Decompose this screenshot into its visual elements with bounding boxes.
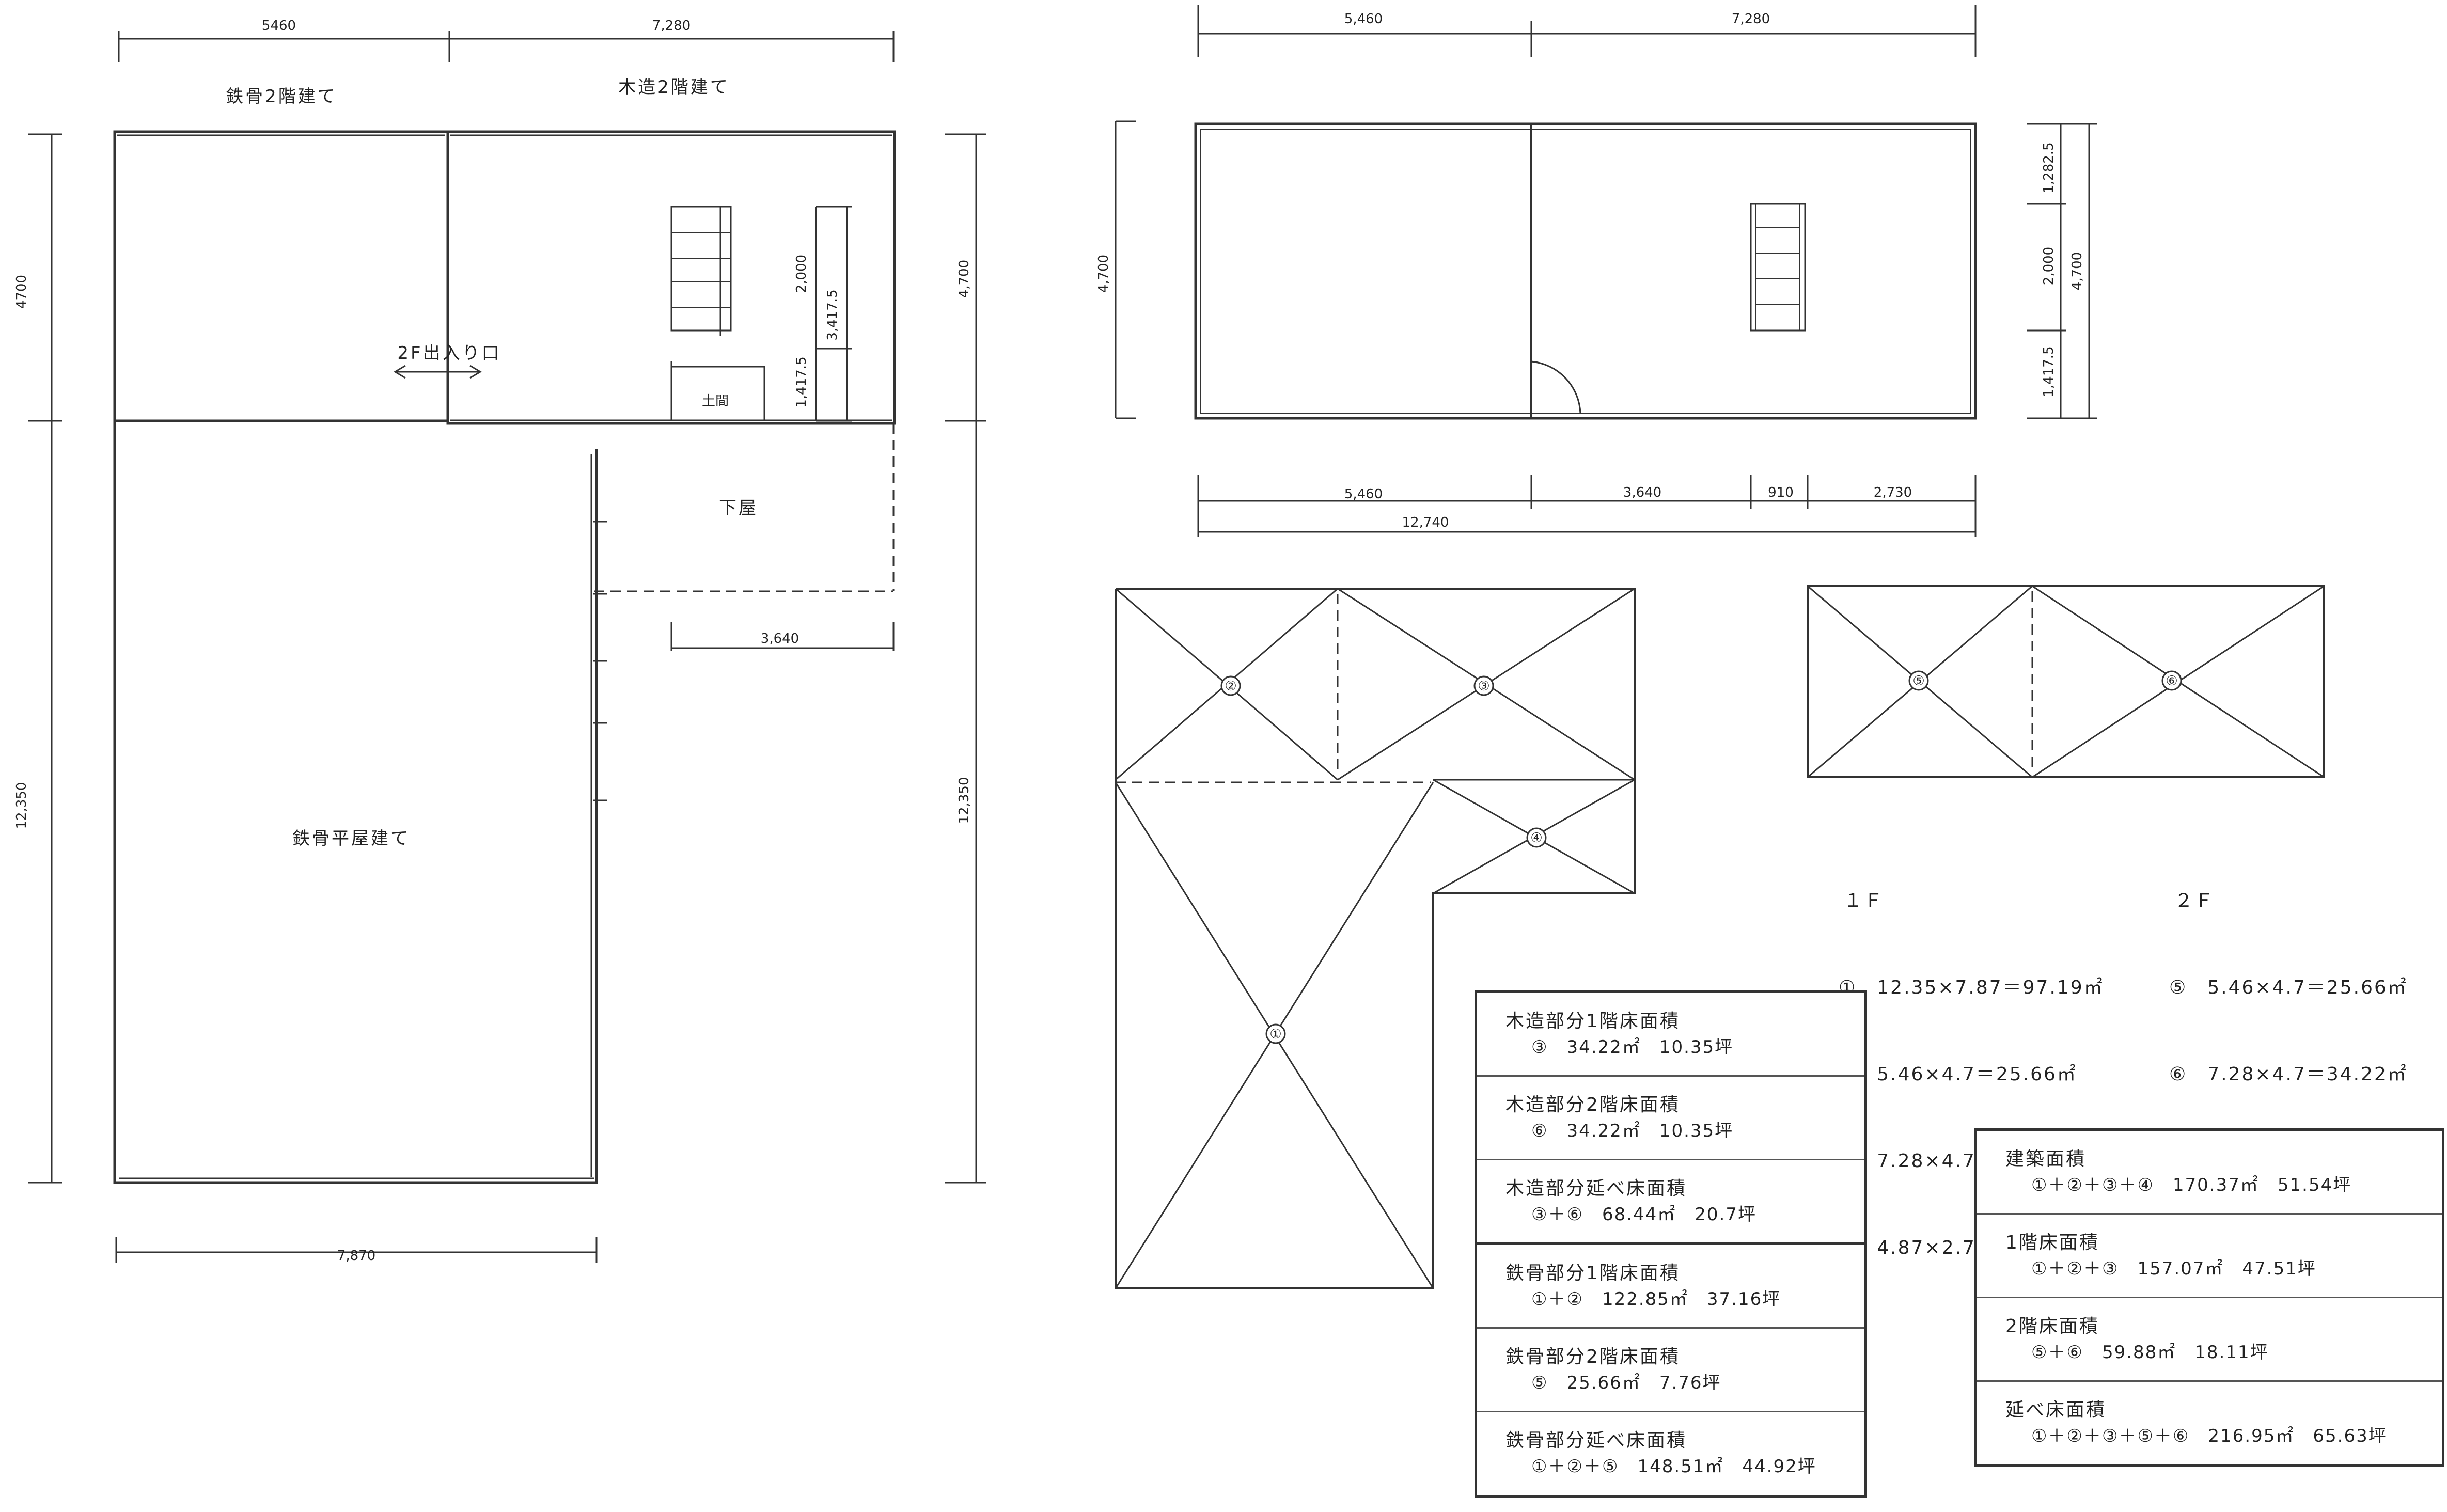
calc-2f: ２Ｆ ⑤ 5.46×4.7＝25.66㎡ ⑥ 7.28×4.7＝34.22㎡ [2169, 824, 2408, 1121]
label-steel-1f: 鉄骨平屋建て [292, 828, 410, 849]
label-shed: 下屋 [719, 498, 758, 518]
dim-bottom: 7,870 [337, 1248, 375, 1264]
calc-2f-line: ⑥ 7.28×4.7＝34.22㎡ [2169, 1064, 2408, 1085]
row-value: ①＋②＋③＋④ 170.37㎡ 51.54坪 [2031, 1175, 2352, 1195]
table-row: 建築面積 ①＋②＋③＋④ 170.37㎡ 51.54坪 [1977, 1131, 2442, 1215]
calc-2f-line: ⑤ 5.46×4.7＝25.66㎡ [2169, 977, 2408, 998]
p2-dim-right-total: 4,700 [2069, 252, 2085, 290]
p2-dim-right-c: 1,417.5 [2041, 346, 2057, 397]
table-row: 鉄骨部分1階床面積 ①＋② 122.85㎡ 37.16坪 [1477, 1245, 1864, 1329]
calc-1f-title: １Ｆ [1844, 890, 1885, 911]
label-entrance: 2F出入り口 [397, 343, 501, 364]
row-value: ⑥ 34.22㎡ 10.35坪 [1531, 1121, 1734, 1141]
dim-stair-a: 2,000 [794, 255, 809, 293]
table-row: 木造部分2階床面積 ⑥ 34.22㎡ 10.35坪 [1477, 1077, 1864, 1160]
p2-dim-bot-c: 910 [1768, 485, 1794, 500]
row-title: 木造部分延べ床面積 [1505, 1178, 1687, 1199]
row-value: ⑤ 25.66㎡ 7.76坪 [1531, 1373, 1721, 1393]
area-marker-1: ① [1269, 1027, 1281, 1042]
dim-top-right: 7,280 [652, 18, 691, 34]
label-wood-2f: 木造2階建て [618, 77, 730, 98]
dim-stair-b: 3,417.5 [825, 289, 840, 340]
label-steel-2f: 鉄骨2階建て [226, 86, 337, 107]
area-marker-6: ⑥ [2166, 673, 2177, 689]
dim-top-left: 5460 [262, 18, 296, 34]
calc-1f-line: ① 12.35×7.87＝97.19㎡ [1839, 977, 2104, 998]
label-doma: 土間 [702, 393, 729, 409]
row-title: 鉄骨部分2階床面積 [1505, 1346, 1680, 1367]
area-marker-4: ④ [1530, 830, 1542, 846]
row-title: 1階床面積 [2005, 1232, 2099, 1253]
table-row: 木造部分1階床面積 ③ 34.22㎡ 10.35坪 [1477, 993, 1864, 1077]
p2-dim-top-a: 5,460 [1344, 11, 1383, 27]
table-row: 鉄骨部分2階床面積 ⑤ 25.66㎡ 7.76坪 [1477, 1329, 1864, 1412]
row-title: 延べ床面積 [2005, 1399, 2107, 1421]
p2-dim-bot-d: 2,730 [1874, 485, 1912, 500]
p2-dim-left: 4,700 [1096, 255, 1111, 293]
table-row: 延べ床面積 ①＋②＋③＋⑤＋⑥ 216.95㎡ 65.63坪 [1977, 1382, 2442, 1464]
wood-steel-area-table: 木造部分1階床面積 ③ 34.22㎡ 10.35坪 木造部分2階床面積 ⑥ 34… [1475, 990, 1867, 1498]
row-title: 鉄骨部分1階床面積 [1505, 1263, 1680, 1284]
row-title: 2階床面積 [2005, 1316, 2099, 1337]
row-title: 建築面積 [2005, 1148, 2087, 1170]
row-value: ⑤＋⑥ 59.88㎡ 18.11坪 [2031, 1342, 2269, 1363]
p2-dim-top-b: 7,280 [1732, 11, 1770, 27]
row-value: ③＋⑥ 68.44㎡ 20.7坪 [1531, 1204, 1756, 1225]
table-row: 鉄骨部分延べ床面積 ①＋②＋⑤ 148.51㎡ 44.92坪 [1477, 1412, 1864, 1495]
row-title: 木造部分1階床面積 [1505, 1011, 1680, 1032]
p2-dim-right-a: 1,282.5 [2041, 142, 2057, 193]
row-title: 鉄骨部分延べ床面積 [1505, 1430, 1687, 1451]
dim-left-lower: 12,350 [14, 782, 29, 829]
dim-stair-c: 1,417.5 [794, 356, 809, 407]
total-area-table: 建築面積 ①＋②＋③＋④ 170.37㎡ 51.54坪 1階床面積 ①＋②＋③ … [1974, 1128, 2444, 1467]
table-row: 1階床面積 ①＋②＋③ 157.07㎡ 47.51坪 [1977, 1215, 2442, 1298]
row-value: ①＋②＋③ 157.07㎡ 47.51坪 [2031, 1258, 2316, 1279]
calc-2f-title: ２Ｆ [2174, 890, 2215, 911]
dim-left-upper: 4700 [14, 275, 29, 309]
p2-dim-bot-total: 12,740 [1402, 515, 1449, 530]
dim-right-lower: 12,350 [956, 777, 972, 824]
table-row: 2階床面積 ⑤＋⑥ 59.88㎡ 18.11坪 [1977, 1298, 2442, 1382]
area-marker-3: ③ [1478, 679, 1489, 694]
row-title: 木造部分2階床面積 [1505, 1094, 1680, 1115]
row-value: ③ 34.22㎡ 10.35坪 [1531, 1037, 1734, 1058]
row-value: ①＋②＋③＋⑤＋⑥ 216.95㎡ 65.63坪 [2031, 1426, 2387, 1446]
row-value: ①＋②＋⑤ 148.51㎡ 44.92坪 [1531, 1456, 1816, 1477]
row-value: ①＋② 122.85㎡ 37.16坪 [1531, 1289, 1781, 1310]
p2-dim-bot-a: 5,460 [1344, 486, 1383, 502]
area-marker-2: ② [1225, 679, 1236, 694]
dim-right-upper: 4,700 [956, 260, 972, 298]
table-row: 木造部分延べ床面積 ③＋⑥ 68.44㎡ 20.7坪 [1477, 1160, 1864, 1245]
calc-1f-line: ② 5.46×4.7＝25.66㎡ [1839, 1064, 2077, 1085]
dim-shed-width: 3,640 [761, 631, 799, 647]
p2-dim-right-b: 2,000 [2041, 247, 2057, 285]
p2-dim-bot-b: 3,640 [1623, 485, 1661, 500]
area-marker-5: ⑤ [1912, 673, 1924, 689]
